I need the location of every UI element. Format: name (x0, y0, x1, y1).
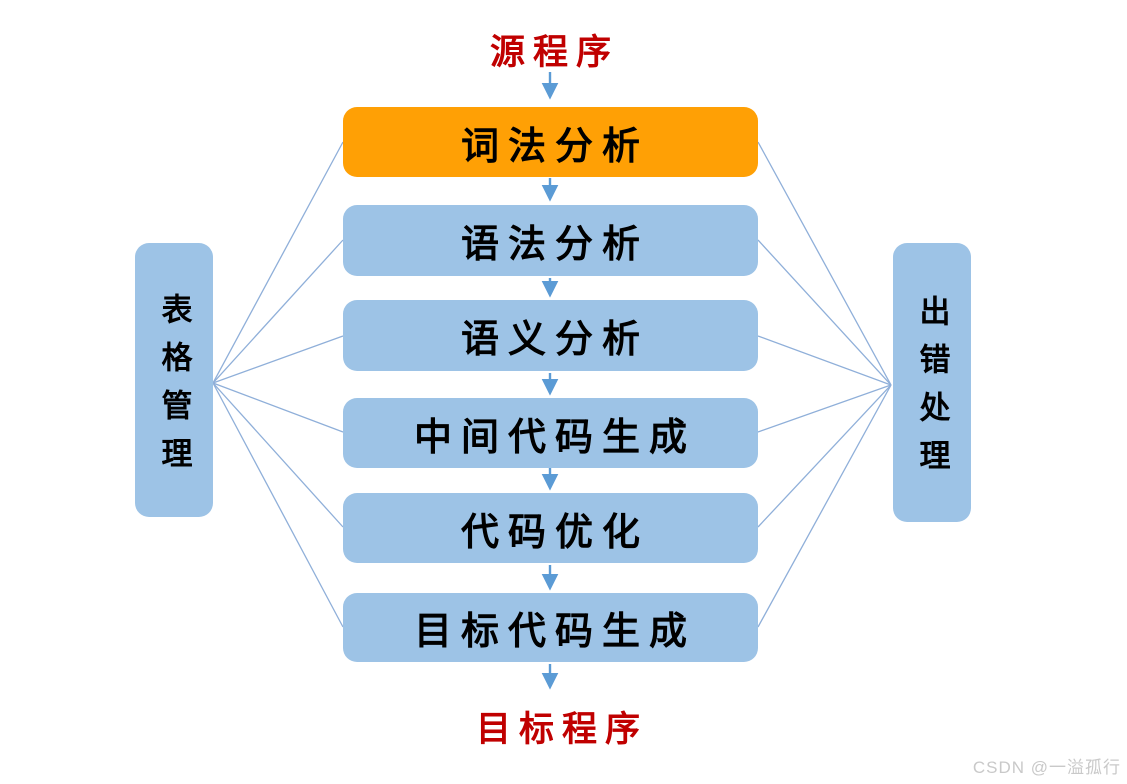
error-handling-label: 出错处理 (914, 295, 950, 487)
stage-intermediate-code-generation: 中间代码生成 (343, 398, 758, 468)
stage-code-optimization: 代码优化 (343, 493, 758, 563)
line-right-to-optimize (757, 384, 892, 528)
line-left-to-target (212, 382, 344, 628)
target-program-label: 目标程序 (475, 710, 648, 749)
line-right-to-lexical (757, 141, 892, 386)
line-left-to-semantic (212, 335, 344, 384)
source-program-label: 源程序 (489, 33, 619, 72)
line-right-to-target (757, 384, 892, 628)
stage-syntax-analysis: 语法分析 (343, 205, 758, 276)
line-left-to-ir (212, 382, 344, 433)
stage-lexical-analysis: 词法分析 (343, 107, 758, 177)
left-fan-lines (212, 141, 344, 628)
watermark: CSDN @一溢孤行 (972, 758, 1121, 777)
line-left-to-optimize (212, 382, 344, 528)
line-right-to-syntax (757, 239, 892, 386)
error-handling-panel: 出错处理 (893, 243, 971, 522)
stage-semantic-analysis: 语义分析 (343, 300, 758, 371)
table-management-label: 表格管理 (156, 292, 192, 485)
line-right-to-ir (757, 384, 892, 433)
line-right-to-semantic (757, 335, 892, 386)
right-fan-lines (757, 141, 892, 628)
table-management-panel: 表格管理 (135, 243, 213, 517)
line-left-to-lexical (212, 141, 344, 384)
line-left-to-syntax (212, 239, 344, 384)
stage-target-code-generation: 目标代码生成 (343, 593, 758, 662)
